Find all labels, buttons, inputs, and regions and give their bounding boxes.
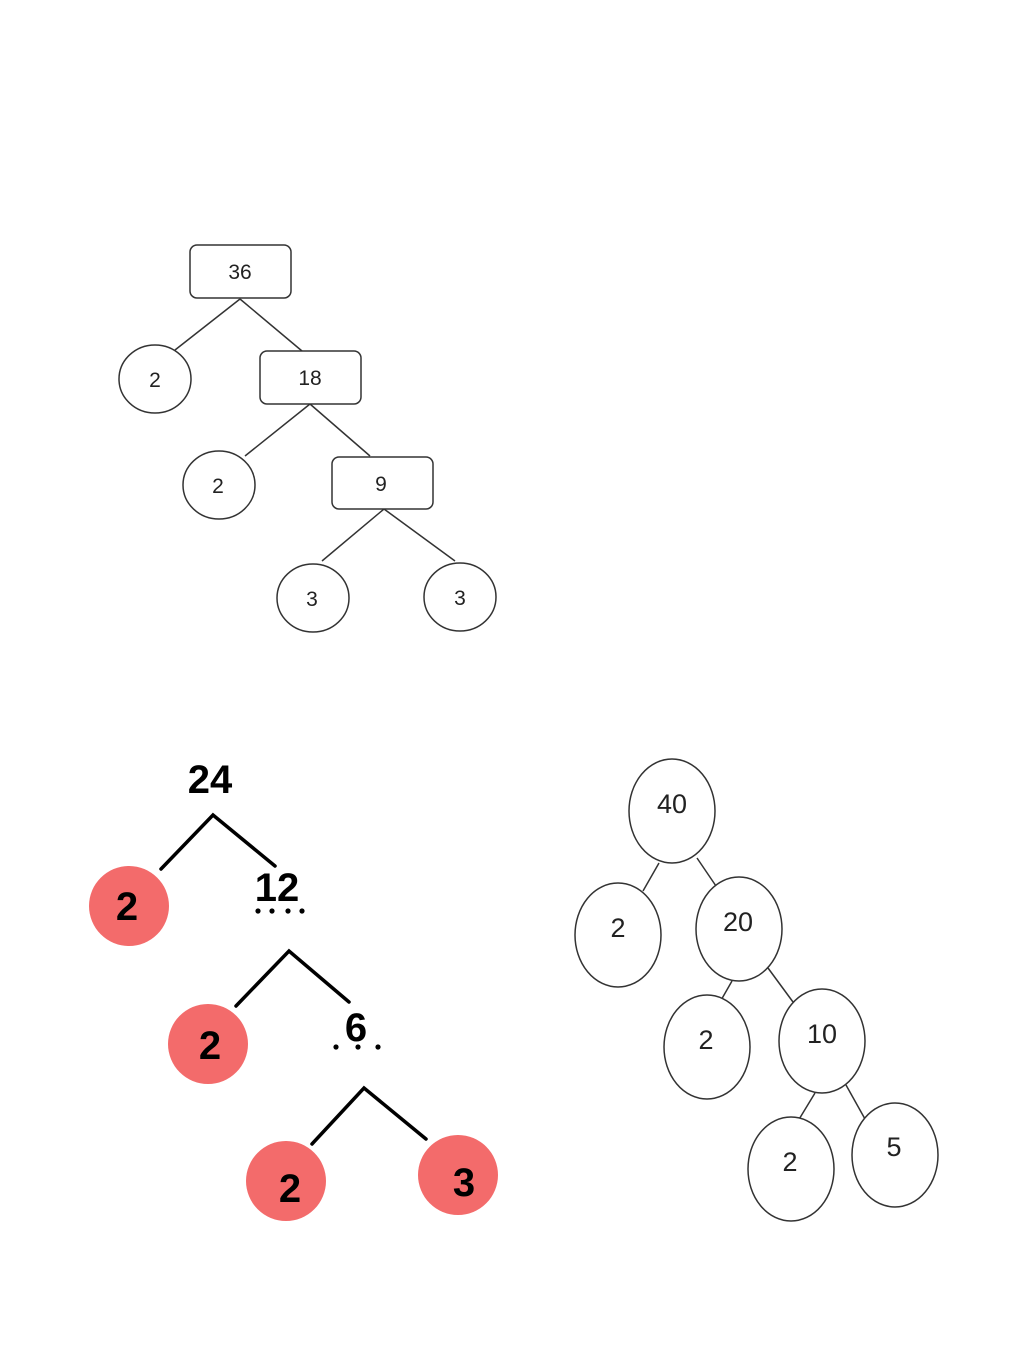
leaf-circle-2	[118, 344, 192, 414]
node-label-36: 36	[228, 261, 251, 284]
node-label-24: 24	[188, 758, 233, 802]
edge-10-2	[797, 1092, 816, 1122]
edge-18-2	[244, 403, 311, 457]
node-circle-40	[628, 758, 716, 864]
leaf-label-2: 2	[212, 475, 224, 498]
prime-label-2: 2	[279, 1167, 301, 1211]
node-label-6: 6	[345, 1006, 367, 1050]
factor-tree-36: 36 2 18 2 9 3 3	[118, 244, 497, 633]
factor-tree-24: 24 2 12 2 6 2 3	[89, 758, 498, 1221]
prime-label-2: 2	[199, 1024, 221, 1068]
node-label-18: 18	[298, 367, 321, 390]
dotted-underline-12	[255, 908, 305, 914]
edge-9-3a	[321, 508, 385, 562]
leaf-label-3: 3	[306, 588, 318, 611]
leaf-circle-2	[182, 450, 256, 520]
dotted-underline-6	[333, 1044, 381, 1050]
leaf-label-2: 2	[610, 913, 625, 943]
branch-6	[310, 1085, 428, 1146]
leaf-circle-3	[423, 562, 497, 632]
leaf-circle-3	[276, 563, 350, 633]
leaf-label-3: 3	[454, 587, 466, 610]
node-circle-10	[778, 988, 866, 1094]
node-label-9: 9	[375, 473, 387, 496]
leaf-label-2: 2	[698, 1025, 713, 1055]
node-label-10: 10	[807, 1019, 837, 1049]
branch-24	[159, 812, 277, 871]
prime-circle-2	[89, 866, 169, 946]
edge-20-10	[767, 967, 794, 1003]
prime-label-2: 2	[116, 885, 138, 929]
node-label-20: 20	[723, 907, 753, 937]
prime-circle-2	[246, 1141, 326, 1221]
leaf-circle-2	[663, 994, 751, 1100]
leaf-circle-2	[574, 882, 662, 988]
prime-label-3: 3	[453, 1161, 475, 1205]
leaf-label-5: 5	[886, 1132, 901, 1162]
node-box-9	[331, 456, 434, 510]
branch-12	[234, 948, 351, 1008]
factor-tree-40: 40 2 20 2 10 2 5	[574, 758, 939, 1222]
edge-18-9	[309, 403, 371, 457]
leaf-circle-2	[747, 1116, 835, 1222]
node-box-36	[189, 244, 292, 299]
node-label-12: 12	[255, 866, 300, 910]
edge-9-3b	[383, 508, 456, 562]
leaf-circle-5	[851, 1102, 939, 1208]
edge-10-5	[845, 1084, 866, 1120]
edge-40-20	[696, 857, 717, 887]
prime-circle-2	[168, 1004, 248, 1084]
edge-36-18	[239, 298, 303, 352]
node-label-40: 40	[657, 789, 687, 819]
leaf-label-2: 2	[149, 369, 161, 392]
edge-36-2	[174, 298, 241, 351]
node-box-18	[259, 350, 362, 405]
leaf-label-2: 2	[782, 1147, 797, 1177]
prime-circle-3	[418, 1135, 498, 1215]
edge-40-2	[642, 862, 660, 892]
node-circle-20	[695, 876, 783, 982]
